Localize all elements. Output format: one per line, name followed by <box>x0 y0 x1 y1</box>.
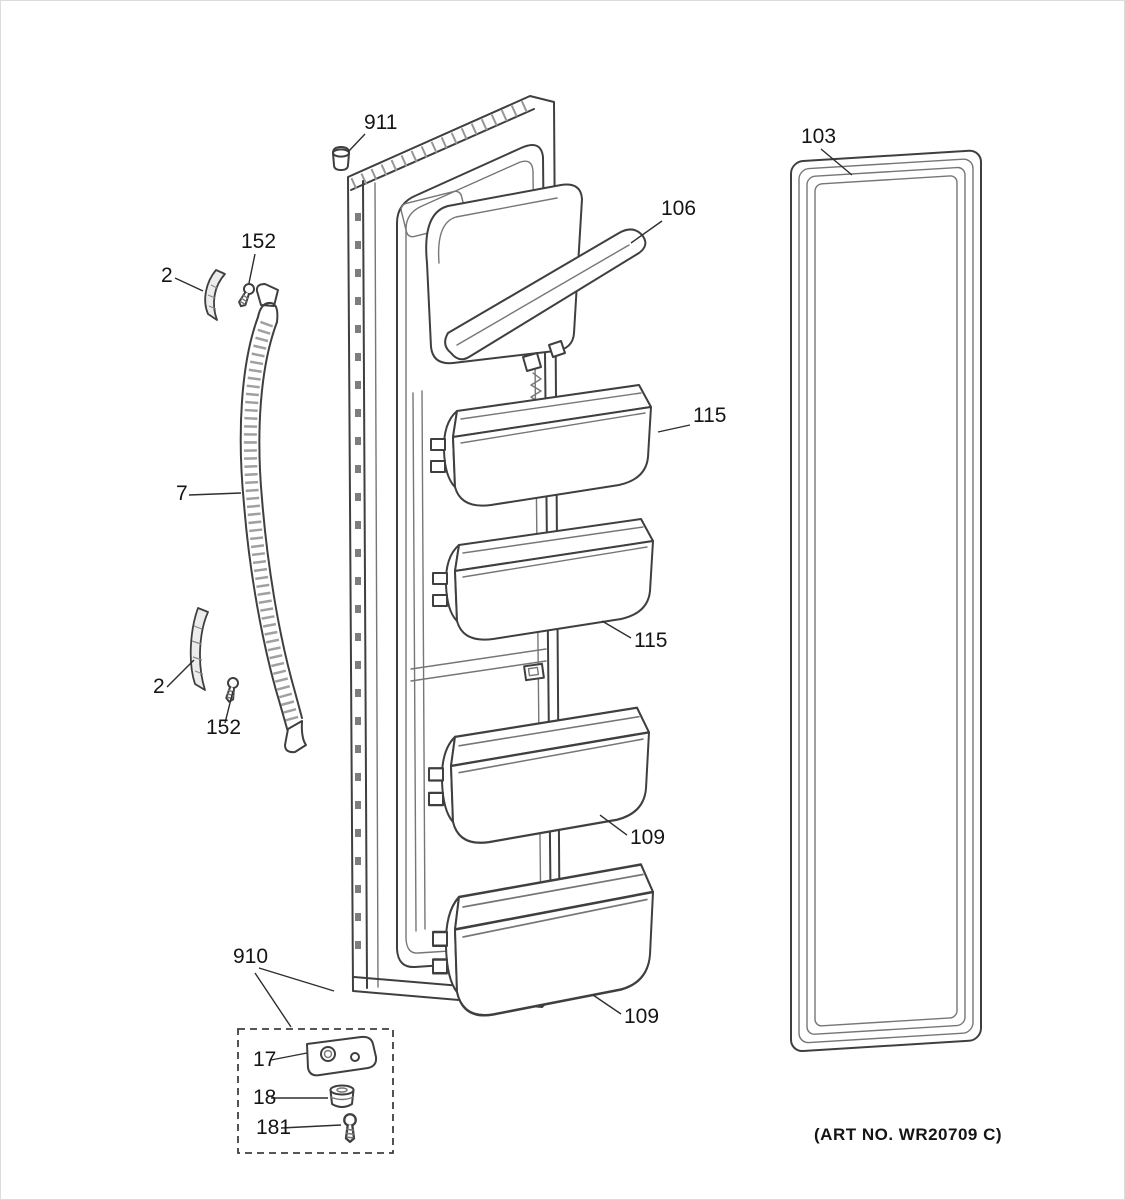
callout-17: 17 <box>253 1048 276 1071</box>
callout-115-lower: 115 <box>634 629 667 652</box>
handle-endcap-bottom-2 <box>189 607 209 691</box>
callout-18: 18 <box>253 1086 276 1109</box>
hinge-kit-910 <box>237 1028 394 1154</box>
callout-109-upper: 109 <box>630 826 665 849</box>
callout-115-upper: 115 <box>693 404 726 427</box>
door-handle-7 <box>239 283 307 754</box>
hinge-bracket-17 <box>306 1035 378 1077</box>
callout-109-lower: 109 <box>624 1005 659 1028</box>
screw-152-top <box>235 281 257 310</box>
plug-911 <box>332 146 350 171</box>
callout-2-bottom: 2 <box>153 675 165 698</box>
dairy-module-106 <box>425 183 647 404</box>
handle-endcap-top-2 <box>204 269 226 321</box>
callout-2-top: 2 <box>161 264 173 287</box>
art-number: (ART NO. WR20709 C) <box>814 1125 1002 1144</box>
callout-152-top: 152 <box>241 230 276 253</box>
callout-181: 181 <box>256 1116 291 1139</box>
callout-152-bottom: 152 <box>206 716 241 739</box>
hinge-kit-box <box>237 1028 394 1154</box>
hinge-screw-181 <box>343 1113 357 1143</box>
callout-106: 106 <box>661 197 696 220</box>
callout-910: 910 <box>233 945 268 968</box>
callout-103: 103 <box>801 125 836 148</box>
callout-911: 911 <box>364 111 397 134</box>
leader-lines <box>166 133 853 1129</box>
door-gasket-103 <box>790 149 982 1052</box>
hinge-bushing-18 <box>329 1084 355 1108</box>
callout-7: 7 <box>176 482 188 505</box>
